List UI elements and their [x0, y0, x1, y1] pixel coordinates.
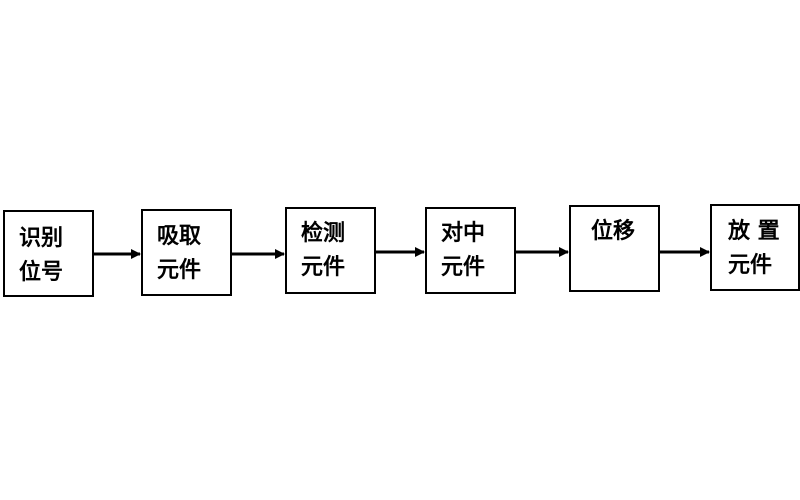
node-place-component: 放 置 元件	[710, 204, 800, 291]
node-label-line: 识别	[19, 226, 64, 251]
node-label-line: 吸取	[157, 224, 202, 249]
node-pick-component: 吸取 元件	[141, 209, 232, 296]
node-inspect-component: 检测 元件	[285, 207, 376, 294]
node-label-line: 位移	[591, 219, 636, 244]
node-label-line: 元件	[157, 258, 202, 283]
node-label-line: 元件	[728, 253, 773, 278]
node-label-line: 检测	[301, 221, 346, 246]
node-displacement: 位移	[569, 205, 660, 292]
node-center-component: 对中 元件	[425, 207, 516, 294]
node-label-line: 放 置	[728, 219, 780, 244]
node-label-line: 元件	[441, 255, 486, 280]
node-label-line: 元件	[301, 255, 346, 280]
node-label-line: 对中	[441, 221, 486, 246]
node-identify-position: 识别 位号	[3, 210, 94, 297]
node-label-line: 位号	[19, 260, 64, 285]
